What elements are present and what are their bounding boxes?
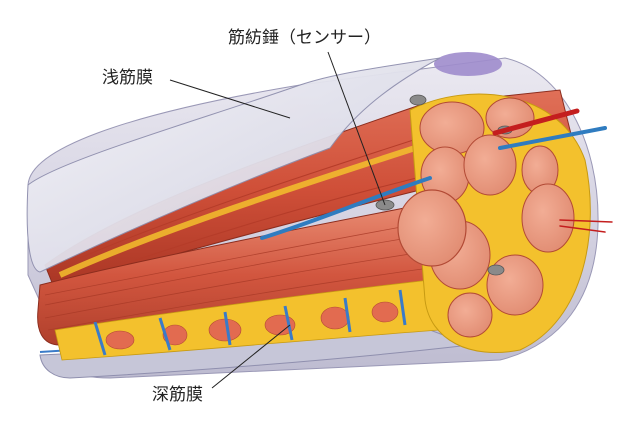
fascicle-cross-sections: [397, 93, 591, 354]
leader-line-superficial: [169, 79, 291, 119]
blood-vessels: [260, 108, 613, 240]
label-deep-fascia: 深筋膜: [152, 385, 203, 405]
leader-lines: [169, 51, 386, 389]
label-superficial-fascia: 浅筋膜: [102, 68, 153, 88]
fat-connective-tissue: [54, 279, 441, 361]
superficial-fascia-flap: [26, 57, 441, 273]
label-muscle-spindle: 筋紡錘（センサー）: [228, 28, 381, 48]
leader-line-spindle: [327, 51, 386, 206]
leader-line-deep: [211, 324, 291, 389]
